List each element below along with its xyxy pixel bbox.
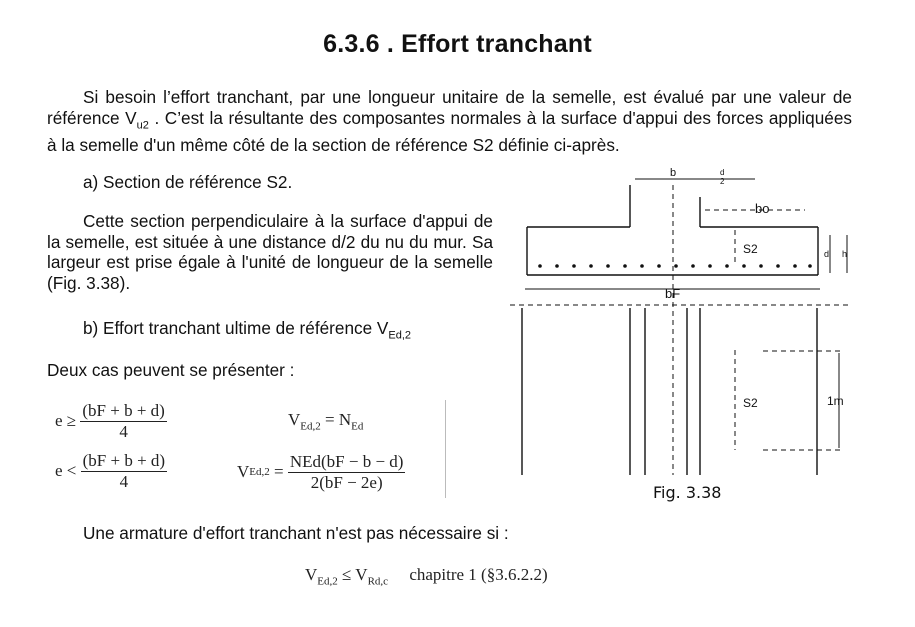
conclusion-text: Une armature d'effort tranchant n'est pa… xyxy=(83,523,509,543)
final-formula: VEd,2 ≤ VRd,c chapitre 1 (§3.6.2.2) xyxy=(305,565,548,588)
footing-figure: b d 2 bo S2 d h bF S2 1m Fig. 3.38 xyxy=(510,167,850,502)
bf-label: bF xyxy=(665,286,680,301)
part-a-body: Cette section perpendiculaire à la surfa… xyxy=(47,211,493,293)
part-a-heading: a) Section de référence S2. xyxy=(83,172,293,192)
formula-divider xyxy=(445,400,446,498)
half-num-label: d xyxy=(720,168,724,177)
s2-plan-label: S2 xyxy=(743,396,758,410)
intro-paragraph: Si besoin l’effort tranchant, par une lo… xyxy=(47,87,852,156)
case2-condition: e < (bF + b + d)4 xyxy=(55,450,168,491)
b-top-label: b xyxy=(670,167,676,179)
chapter-reference: chapitre 1 (§3.6.2.2) xyxy=(409,565,548,584)
formula-block: e ≥ (bF + b + d)4 VEd,2 = NEd e < (bF + … xyxy=(55,398,447,500)
case1-condition: e ≥ (bF + b + d)4 xyxy=(55,400,167,441)
part-b-heading: b) Effort tranchant ultime de référence … xyxy=(83,318,412,342)
one-m-label: 1m xyxy=(827,394,844,408)
bo-label: bo xyxy=(755,201,769,216)
h-label: h xyxy=(842,249,847,259)
reinforcement-dots xyxy=(538,264,812,268)
case1-equation: VEd,2 = NEd xyxy=(288,410,364,433)
section-title: 6.3.6 . Effort tranchant xyxy=(323,30,592,58)
d-label: d xyxy=(824,249,829,259)
figure-caption: Fig. 3.38 xyxy=(653,483,721,502)
cases-intro: Deux cas peuvent se présenter : xyxy=(47,360,295,380)
s2-section-label: S2 xyxy=(743,242,758,256)
half-den-label: 2 xyxy=(720,177,725,186)
